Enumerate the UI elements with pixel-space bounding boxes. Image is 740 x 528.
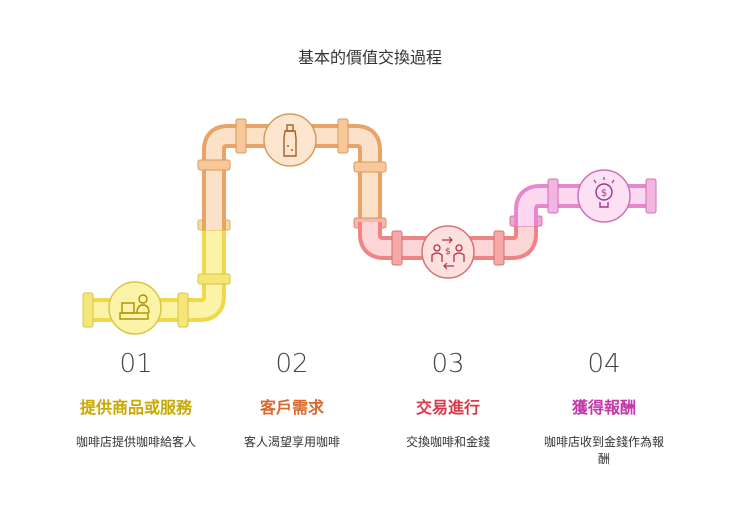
svg-text:$: $ (601, 188, 607, 199)
exchange-icon: $ (421, 225, 475, 279)
step-description: 咖啡店提供咖啡給客人 (75, 435, 196, 449)
svg-text:$: $ (445, 247, 451, 257)
page-title: 基本的價值交換過程 (297, 48, 442, 67)
money-bulb-icon: $ (577, 169, 631, 223)
step-number: 02 (275, 349, 309, 379)
pipe-segment-pink (514, 178, 657, 226)
step-number: 04 (587, 349, 621, 379)
step-description: 咖啡店收到金錢作為報酬 (543, 435, 664, 466)
step-number: 01 (119, 349, 153, 379)
step-4: 04 獲得報酬 咖啡店收到金錢作為報酬 (534, 346, 674, 468)
step-label: 客戶需求 (259, 398, 324, 417)
step-1: 01 提供商品或服務 咖啡店提供咖啡給客人 (66, 346, 206, 451)
step-3: 03 交易進行 交換咖啡和金錢 (378, 346, 518, 451)
cashier-icon (108, 281, 162, 335)
step-description: 客人渴望享用咖啡 (243, 435, 340, 449)
step-label: 獲得報酬 (571, 398, 636, 417)
step-label: 交易進行 (415, 398, 480, 417)
bottle-icon (263, 113, 317, 167)
step-number: 03 (431, 349, 465, 379)
step-description: 交換咖啡和金錢 (405, 435, 490, 449)
step-2: 02 客戶需求 客人渴望享用咖啡 (222, 346, 362, 451)
step-label: 提供商品或服務 (79, 398, 192, 417)
